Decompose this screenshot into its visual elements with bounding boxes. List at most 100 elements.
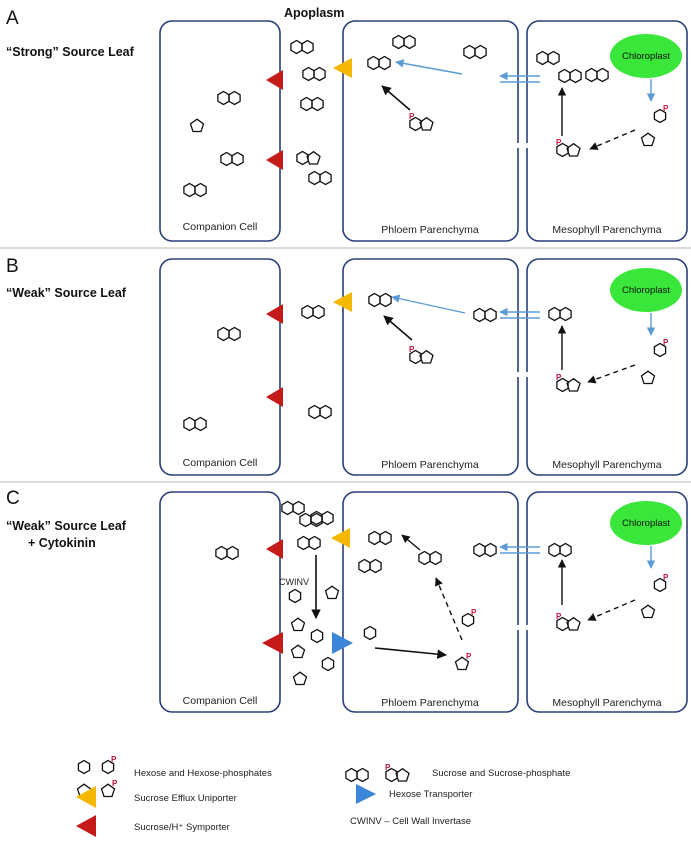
companion-cell: [159, 258, 281, 476]
sucrose-molecule: [215, 545, 239, 561]
phosphate-mark: P: [663, 573, 669, 582]
sucrose-molecule: [308, 170, 332, 186]
panel-c-title-line2: + Cytokinin: [28, 536, 96, 550]
hexose-glucose-molecule: [77, 759, 91, 775]
chloroplast-label: Chloroplast: [622, 51, 670, 62]
sucrose-molecule: [368, 292, 392, 308]
sucrose-molecule: [548, 542, 572, 558]
hexose-glucose-molecule: P: [461, 608, 477, 628]
hexose-fructose-molecule: [292, 671, 308, 686]
chloroplast-label: Chloroplast: [622, 285, 670, 296]
sucrose-molecule: [300, 96, 324, 112]
phosphate-mark: P: [556, 612, 562, 621]
sucrose-molecule: [473, 542, 497, 558]
sucrose-molecule: [183, 182, 207, 198]
phosphate-mark: P: [385, 763, 391, 772]
hexose-fructose-molecule: [640, 132, 656, 147]
sucrose-phosphate-molecule: P: [385, 763, 410, 783]
legend-symporter-icon: [76, 815, 96, 837]
legend-symporter-label: Sucrose/H⁺ Symporter: [134, 822, 230, 833]
chloroplast: [610, 268, 682, 312]
phosphate-mark: P: [409, 112, 415, 121]
legend-efflux-label: Sucrose Efflux Uniporter: [134, 793, 237, 804]
sucrose-molecule: [220, 151, 244, 167]
companion-cell: [159, 491, 281, 713]
phosphate-mark: P: [466, 652, 472, 661]
hexose-glucose-molecule: [321, 656, 335, 672]
chloroplast: [610, 501, 682, 545]
sucrose-symporter: [262, 632, 283, 654]
sucrose-molecule: [585, 67, 609, 83]
panel-c-title: “Weak” Source Leaf: [6, 519, 127, 533]
panel-b-title: “Weak” Source Leaf: [6, 286, 127, 300]
sucrose-molecule: [367, 55, 391, 71]
sucrose-molecule: [290, 39, 314, 55]
sucrose-efflux-uniporter: [333, 58, 352, 78]
sucrose-molecule: [310, 510, 334, 526]
hexose-fructose-molecule: [290, 617, 306, 632]
sucrose-efflux-uniporters: [331, 58, 352, 548]
sucrose-molecule: [463, 44, 487, 60]
hexose-glucose-molecule: [363, 625, 377, 641]
sucrose-phosphate-molecule: P: [556, 373, 581, 393]
plasmodesmata-gaps: [510, 143, 535, 630]
companion-cell-label: Companion Cell: [183, 221, 258, 233]
hexose-fructose-molecule: [324, 585, 340, 600]
cwinv-label: CWINV: [279, 577, 309, 587]
sucrose-symporter: [266, 150, 283, 170]
companion-cell: [159, 20, 281, 242]
sucrose-molecule: [358, 558, 382, 574]
legend-cwinv-label: CWINV – Cell Wall Invertase: [350, 816, 471, 827]
sucrose-molecule: [217, 326, 241, 342]
panel-a-title: “Strong” Source Leaf: [6, 45, 135, 59]
phosphate-mark: P: [663, 338, 669, 347]
legend-sucrose-label: Sucrose and Sucrose-phosphate: [432, 768, 570, 779]
sucrose-symporters: [262, 70, 283, 654]
phosphate-mark: P: [556, 373, 562, 382]
legend-hexose-transporter-label: Hexose Transporter: [389, 789, 472, 800]
phloem-parenchyma-cell: [342, 20, 519, 242]
sucrose-molecule: [296, 150, 321, 166]
chloroplast-label: Chloroplast: [622, 518, 670, 529]
panel-c-letter: C: [6, 488, 20, 509]
companion-cell-label: Companion Cell: [183, 457, 258, 469]
mesophyll-parenchyma-cell: [526, 491, 688, 713]
flow-arrows-b: [383, 294, 656, 384]
sucrose-molecule: [183, 416, 207, 432]
sucrose-molecule: [345, 767, 369, 783]
hexose-fructose-molecule: [189, 118, 205, 133]
hexose-fructose-molecule: [640, 604, 656, 619]
phloem-parenchyma-cell: [342, 258, 519, 476]
chloroplast: [610, 34, 682, 78]
panel-b-letter: B: [6, 256, 19, 277]
phosphate-mark: P: [111, 755, 117, 764]
sucrose-molecule: [302, 66, 326, 82]
panel-a-letter: A: [6, 8, 19, 29]
flow-arrows-c: [311, 534, 656, 659]
sucrose-molecule: [392, 34, 416, 50]
sucrose-symporter: [266, 387, 283, 407]
phloem-parenchyma-label: Phloem Parenchyma: [381, 224, 479, 236]
hexose-fructose-molecule: [640, 370, 656, 385]
mesophyll-parenchyma-label: Mesophyll Parenchyma: [552, 459, 661, 471]
sucrose-molecule: [217, 90, 241, 106]
sucrose-molecule: [418, 550, 442, 566]
sucrose-molecule: [558, 68, 582, 84]
legend-hexose-transporter-icon: [356, 784, 376, 804]
hexose-glucose-molecule: P: [653, 573, 669, 593]
mesophyll-parenchyma-label: Mesophyll Parenchyma: [552, 697, 661, 709]
hexose-fructose-molecule: [290, 644, 306, 659]
companion-cell-label: Companion Cell: [183, 695, 258, 707]
hexose-glucose-molecule: [288, 588, 302, 604]
sucrose-molecule: [297, 535, 321, 551]
hexose-glucose-molecule: [310, 628, 324, 644]
hexose-glucose-molecule: P: [101, 755, 117, 775]
sucrose-phosphate-molecule: P: [409, 112, 434, 132]
sucrose-molecule: [301, 304, 325, 320]
sucrose-molecule: [473, 307, 497, 323]
sucrose-symporter: [266, 304, 283, 324]
mesophyll-parenchyma-cell: [526, 258, 688, 476]
mesophyll-parenchyma-label: Mesophyll Parenchyma: [552, 224, 661, 236]
